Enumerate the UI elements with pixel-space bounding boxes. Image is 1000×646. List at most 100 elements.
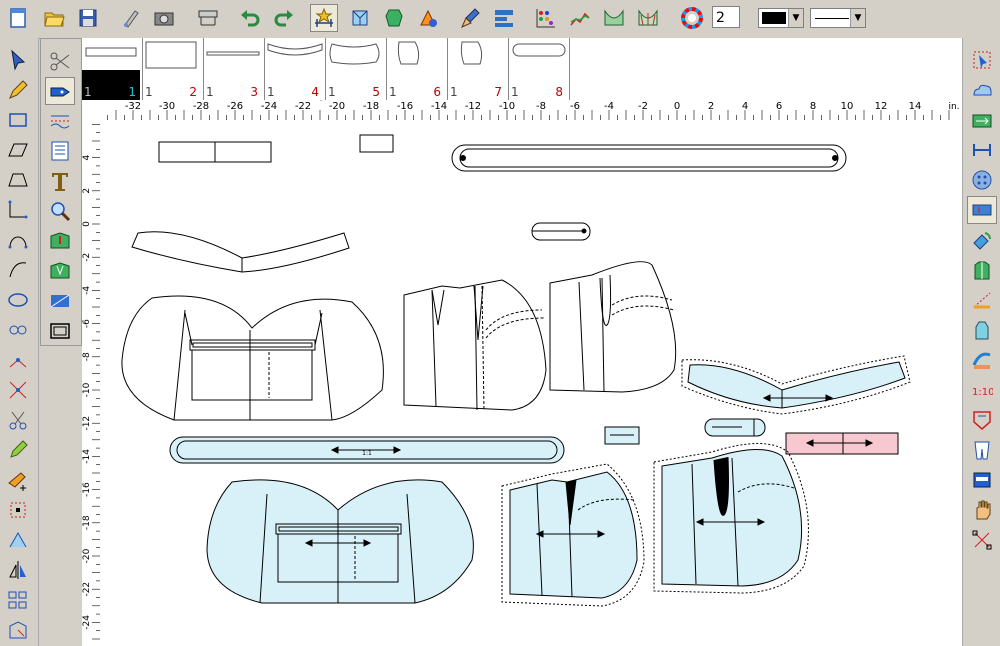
chevron-down-icon[interactable]: ▼ bbox=[788, 9, 803, 27]
plot-icon[interactable] bbox=[967, 466, 997, 494]
pattern-piece-front[interactable] bbox=[121, 295, 384, 421]
piece-thumb-1[interactable]: 1 1 bbox=[82, 38, 143, 100]
group-icon[interactable] bbox=[3, 586, 33, 614]
left-toolbar bbox=[0, 38, 39, 646]
ruler-label: -16 bbox=[82, 482, 92, 497]
rotate-icon[interactable] bbox=[3, 616, 33, 644]
tank-icon[interactable] bbox=[967, 316, 997, 344]
scale-icon[interactable]: 1:10 bbox=[967, 376, 997, 404]
seam-icon[interactable] bbox=[45, 107, 75, 135]
arc-icon[interactable] bbox=[3, 226, 33, 254]
piece-thumb-3[interactable]: 1 3 bbox=[204, 38, 265, 100]
trapezoid-icon[interactable] bbox=[3, 166, 33, 194]
zoom-icon[interactable] bbox=[45, 197, 75, 225]
brush-icon[interactable] bbox=[456, 4, 484, 32]
canvas-svg[interactable]: -32-30-28-26-24-22-20-18-16-14-12-10-8-6… bbox=[82, 100, 962, 646]
ruler-label: -18 bbox=[82, 515, 92, 530]
save-icon[interactable] bbox=[74, 4, 102, 32]
parallelogram-icon[interactable] bbox=[3, 136, 33, 164]
resize-icon[interactable] bbox=[967, 106, 997, 134]
pattern-piece-yoke-graded[interactable] bbox=[687, 361, 906, 409]
pattern-piece-small[interactable] bbox=[359, 134, 394, 153]
ruler-label: -2 bbox=[82, 253, 92, 262]
select-icon[interactable] bbox=[3, 46, 33, 74]
new-icon[interactable] bbox=[4, 4, 32, 32]
open-icon[interactable] bbox=[40, 4, 68, 32]
rectangle-icon[interactable] bbox=[3, 106, 33, 134]
frame-icon[interactable] bbox=[45, 317, 75, 345]
piece-thumb-7[interactable]: 1 7 bbox=[448, 38, 509, 100]
grade-rule-icon[interactable] bbox=[600, 4, 628, 32]
ruler-label: -30 bbox=[159, 101, 175, 112]
grade-icon[interactable] bbox=[310, 4, 338, 32]
pocket-icon[interactable] bbox=[967, 406, 997, 434]
cross-icon[interactable] bbox=[3, 376, 33, 404]
curve-point-icon[interactable] bbox=[3, 196, 33, 224]
piece-thumb-8[interactable]: 1 8 bbox=[509, 38, 570, 100]
pants-icon[interactable] bbox=[967, 436, 997, 464]
cloud-icon[interactable] bbox=[967, 76, 997, 104]
horizontal-ruler bbox=[82, 100, 962, 120]
chart-icon[interactable] bbox=[566, 4, 594, 32]
piece-thumb-6[interactable]: 1 6 bbox=[387, 38, 448, 100]
piece-number: 5 bbox=[372, 85, 380, 99]
pleat-icon[interactable] bbox=[45, 257, 75, 285]
line-style-dropdown[interactable]: ▼ bbox=[810, 8, 866, 28]
redo-icon[interactable] bbox=[270, 4, 298, 32]
ellipse-icon[interactable] bbox=[3, 286, 33, 314]
pencil-icon[interactable] bbox=[3, 76, 33, 104]
grade-table-icon[interactable] bbox=[532, 4, 560, 32]
distance-icon[interactable] bbox=[967, 136, 997, 164]
undo-icon[interactable] bbox=[236, 4, 264, 32]
color-icon[interactable] bbox=[414, 4, 442, 32]
color-dropdown[interactable]: ▼ bbox=[758, 8, 804, 28]
node-add-icon[interactable] bbox=[3, 346, 33, 374]
pattern-piece-front-graded[interactable] bbox=[206, 479, 474, 604]
chevron-down-icon[interactable]: ▼ bbox=[850, 9, 865, 27]
piece-thumb-4[interactable]: 1 4 bbox=[265, 38, 326, 100]
color-wheel-icon[interactable] bbox=[678, 4, 706, 32]
mirror-icon[interactable] bbox=[346, 4, 374, 32]
camera-icon[interactable] bbox=[150, 4, 178, 32]
marker-icon[interactable] bbox=[3, 436, 33, 464]
notch-icon[interactable] bbox=[45, 227, 75, 255]
plotter-icon[interactable] bbox=[194, 4, 222, 32]
fabric-icon[interactable] bbox=[45, 287, 75, 315]
scissors-icon[interactable] bbox=[3, 406, 33, 434]
stitch-icon[interactable] bbox=[967, 286, 997, 314]
paint-icon[interactable] bbox=[967, 346, 997, 374]
tag-icon[interactable] bbox=[45, 77, 75, 105]
hand-icon[interactable] bbox=[967, 496, 997, 524]
measure-icon[interactable] bbox=[3, 526, 33, 554]
piece-icon[interactable] bbox=[967, 196, 997, 224]
bezier-icon[interactable] bbox=[3, 256, 33, 284]
pattern-piece-back-left-graded[interactable] bbox=[509, 471, 638, 599]
piece-number: 2 bbox=[189, 85, 197, 99]
symmetry-icon[interactable] bbox=[3, 556, 33, 584]
connect-icon[interactable] bbox=[967, 526, 997, 554]
pattern-piece-back-left[interactable] bbox=[403, 279, 547, 411]
rotate-piece-icon[interactable] bbox=[967, 226, 997, 254]
pin-icon[interactable] bbox=[3, 466, 33, 494]
piece-thumb-2[interactable]: 1 2 bbox=[143, 38, 204, 100]
list-icon[interactable] bbox=[45, 137, 75, 165]
piece-number: 8 bbox=[555, 85, 563, 99]
grade-fan-icon[interactable] bbox=[634, 4, 662, 32]
select-node-icon[interactable] bbox=[967, 46, 997, 74]
layout-icon[interactable] bbox=[490, 4, 518, 32]
point-select-icon[interactable] bbox=[3, 496, 33, 524]
fill-icon[interactable] bbox=[380, 4, 408, 32]
drawing-canvas[interactable]: -32-30-28-26-24-22-20-18-16-14-12-10-8-6… bbox=[82, 100, 962, 646]
pattern-piece-back-right[interactable] bbox=[549, 261, 677, 393]
shirt-icon[interactable] bbox=[967, 256, 997, 284]
pattern-piece-back-right-graded[interactable] bbox=[661, 448, 803, 587]
pattern-piece-waistband[interactable] bbox=[451, 144, 847, 172]
cut-icon[interactable] bbox=[45, 47, 75, 75]
digitizer-icon[interactable] bbox=[116, 4, 144, 32]
piece-thumb-5[interactable]: 1 5 bbox=[326, 38, 387, 100]
zoom-input[interactable]: 2 bbox=[712, 6, 740, 28]
chain-icon[interactable] bbox=[3, 316, 33, 344]
pattern-piece-yoke[interactable] bbox=[131, 231, 350, 273]
text-icon[interactable] bbox=[45, 167, 75, 195]
button-icon[interactable] bbox=[967, 166, 997, 194]
